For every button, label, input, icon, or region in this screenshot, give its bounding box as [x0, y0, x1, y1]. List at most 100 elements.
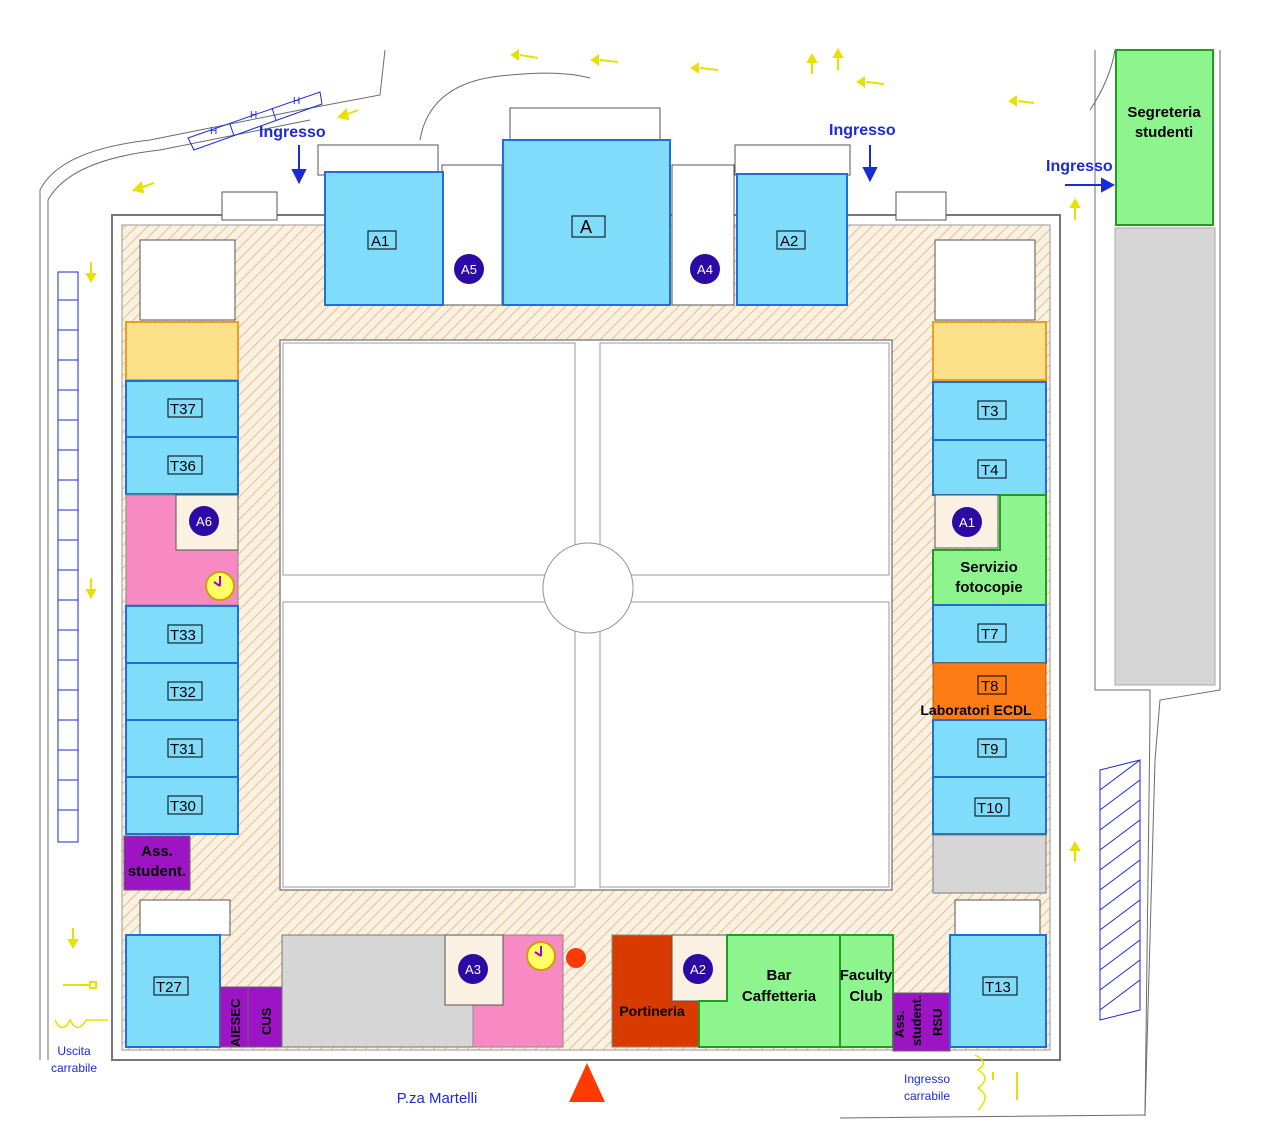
label-ingresso-left: Ingresso	[259, 124, 326, 141]
label-aiesec: AIESEC	[228, 998, 243, 1047]
room-t7[interactable]	[932, 604, 1047, 664]
room-bottom-gray	[281, 934, 474, 1048]
room-labels: A A1 A2 T37 T36 T33 T32 T31 T30 T3 T4 T7…	[153, 215, 1018, 996]
label-t3: T3	[981, 403, 999, 420]
room-left-yellow	[125, 321, 239, 381]
svg-text:A6: A6	[196, 514, 212, 529]
label-ingresso-right: Ingresso	[1046, 158, 1113, 175]
stair-badge-a3: A3	[458, 954, 488, 984]
svg-text:A4: A4	[697, 262, 713, 277]
label-t33: T33	[170, 627, 196, 644]
stair-badge-a5: A5	[454, 254, 484, 284]
clock-icon	[526, 941, 556, 971]
room-t37[interactable]	[125, 380, 239, 438]
label-t8: T8	[981, 678, 999, 695]
room-right-gray	[932, 834, 1047, 894]
room-a2[interactable]	[736, 173, 848, 306]
label-segreteria-1: Segreteria	[1127, 104, 1201, 121]
stair-badge-a6: A6	[189, 506, 219, 536]
clock-icon	[205, 571, 235, 601]
label-a: A	[580, 217, 592, 237]
label-t4: T4	[981, 462, 999, 479]
label-segreteria-2: studenti	[1135, 124, 1193, 141]
label-rsu: RSU	[930, 1009, 945, 1036]
room-ass-student-left[interactable]	[123, 835, 191, 891]
service-labels: Segreteria studenti Servizio fotocopie L…	[128, 104, 1202, 1047]
label-cus: CUS	[259, 1007, 274, 1035]
label-t30: T30	[170, 798, 196, 815]
parking-h-3: H	[293, 96, 300, 107]
label-uscita-2: carrabile	[51, 1061, 97, 1075]
label-ass-left-2: student.	[128, 863, 186, 880]
label-ingresso-center: Ingresso	[829, 122, 896, 139]
svg-text:A3: A3	[465, 962, 481, 977]
uscita-gate	[54, 1018, 108, 1029]
label-t9: T9	[981, 741, 999, 758]
stair-badges: A5 A4 A6 A1 A3 A2	[189, 254, 982, 984]
top-entrance-structures	[139, 107, 1041, 936]
label-t13: T13	[985, 979, 1011, 996]
label-a2: A2	[780, 233, 798, 250]
parking-stripes-right	[1099, 759, 1141, 1021]
label-t37: T37	[170, 401, 196, 418]
label-t7: T7	[981, 626, 999, 643]
room-t30[interactable]	[125, 776, 239, 835]
label-ingresso-carr-2: carrabile	[904, 1089, 950, 1103]
you-are-here-triangle-icon	[569, 1063, 605, 1102]
ingresso-carrabile-gate	[974, 1054, 986, 1111]
parking-h-2: H	[250, 110, 257, 121]
bottom-labels: Uscita carrabile Ingresso carrabile P.za…	[51, 1044, 950, 1107]
room-t10[interactable]	[932, 776, 1047, 835]
room-t32[interactable]	[125, 662, 239, 721]
label-piazza: P.za Martelli	[397, 1090, 478, 1107]
label-t36: T36	[170, 458, 196, 475]
svg-text:A5: A5	[461, 262, 477, 277]
label-t32: T32	[170, 684, 196, 701]
room-right-yellow	[932, 321, 1047, 381]
stair-badge-a2: A2	[683, 954, 713, 984]
label-uscita-1: Uscita	[57, 1044, 91, 1058]
room-faculty-club[interactable]	[839, 934, 894, 1048]
info-point-dot-icon	[566, 948, 586, 968]
room-segreteria-studenti[interactable]	[1115, 49, 1214, 226]
room-a[interactable]	[502, 139, 671, 306]
label-t31: T31	[170, 741, 196, 758]
stair-badge-a1: A1	[952, 507, 982, 537]
label-ecdl: Laboratori ECDL	[920, 702, 1032, 718]
label-faculty-1: Faculty	[840, 967, 893, 984]
parking-stripes-left	[57, 271, 79, 843]
label-fotocopie-1: Servizio	[960, 559, 1018, 576]
label-ass-right-2: student.	[909, 995, 924, 1046]
outer-outlines	[39, 49, 1221, 1119]
room-t36[interactable]	[125, 436, 239, 495]
entrance-arrows	[291, 145, 1116, 193]
room-t33[interactable]	[125, 605, 239, 664]
stair-badge-a4: A4	[690, 254, 720, 284]
label-bar-1: Bar	[766, 967, 791, 984]
parking-h-1: H	[210, 126, 217, 137]
label-faculty-2: Club	[849, 988, 882, 1005]
room-t13[interactable]	[949, 934, 1047, 1048]
room-t4[interactable]	[932, 439, 1047, 496]
label-ingresso-carr-1: Ingresso	[904, 1072, 950, 1086]
label-bar-2: Caffetteria	[742, 988, 817, 1005]
room-t8[interactable]	[932, 662, 1047, 721]
room-a1[interactable]	[324, 171, 444, 306]
label-ass-left-1: Ass.	[141, 843, 173, 860]
courtyard	[279, 339, 893, 891]
room-t27[interactable]	[125, 934, 221, 1048]
label-t27: T27	[156, 979, 182, 996]
ingresso-labels: Ingresso Ingresso Ingresso	[259, 122, 1113, 175]
svg-text:A1: A1	[959, 515, 975, 530]
label-portineria: Portineria	[619, 1003, 685, 1019]
traffic-arrows	[63, 47, 1081, 1100]
area-gray-right	[1114, 227, 1216, 686]
svg-text:A2: A2	[690, 962, 706, 977]
label-t10: T10	[977, 800, 1003, 817]
label-fotocopie-2: fotocopie	[955, 579, 1023, 596]
parking-h-slots: H H H	[187, 91, 323, 151]
label-a1: A1	[371, 233, 389, 250]
room-t3[interactable]	[932, 381, 1047, 441]
label-ass-right-1: Ass.	[892, 1011, 907, 1038]
